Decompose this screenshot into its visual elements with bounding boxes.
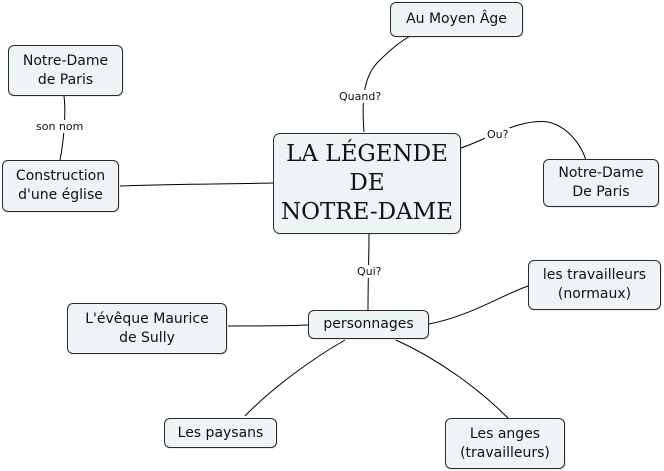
link-label-quand: Quand? bbox=[337, 90, 384, 103]
node-les-anges[interactable]: Les anges (travailleurs) bbox=[445, 418, 565, 469]
link-label-qui: Qui? bbox=[355, 265, 384, 278]
node-eveque-maurice-de-sully[interactable]: L'évêque Maurice de Sully bbox=[67, 303, 227, 354]
node-notre-dame-de-paris-right[interactable]: Notre-Dame De Paris bbox=[543, 159, 659, 207]
link-label-ou: Ou? bbox=[485, 128, 511, 141]
link-label-son-nom: son nom bbox=[34, 120, 86, 133]
link-personnages-anges bbox=[395, 339, 509, 419]
node-au-moyen-age[interactable]: Au Moyen Âge bbox=[390, 2, 523, 37]
node-notre-dame-de-paris-left[interactable]: Notre-Dame de Paris bbox=[8, 45, 123, 96]
link-central-construction bbox=[119, 182, 274, 187]
node-personnages[interactable]: personnages bbox=[308, 310, 429, 339]
link-quand bbox=[362, 35, 411, 133]
link-personnages-paysans bbox=[244, 339, 346, 417]
link-personnages-travailleurs bbox=[428, 285, 529, 325]
node-les-paysans[interactable]: Les paysans bbox=[164, 418, 277, 448]
link-ou bbox=[460, 120, 587, 161]
central-topic[interactable]: LA LÉGENDE DE NOTRE-DAME bbox=[273, 133, 461, 234]
link-personnages-eveque bbox=[227, 324, 309, 327]
node-les-travailleurs[interactable]: les travailleurs (normaux) bbox=[528, 260, 661, 310]
node-construction-eglise[interactable]: Construction d'une église bbox=[2, 160, 119, 212]
